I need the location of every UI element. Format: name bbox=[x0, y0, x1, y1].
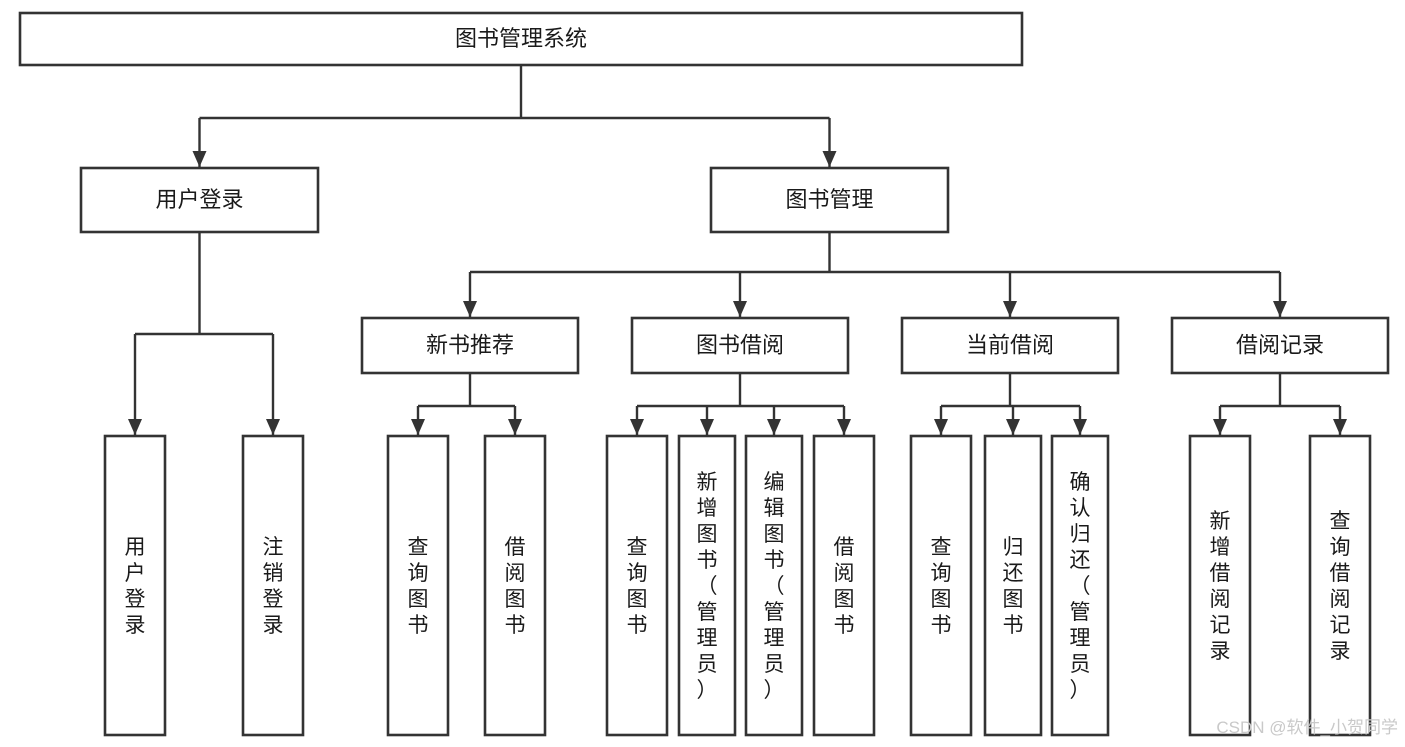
book-borrow-arrow-1 bbox=[700, 419, 714, 435]
node-current-borrow[interactable]: 当前借阅 bbox=[900, 316, 1120, 375]
node-box-user-login bbox=[79, 166, 320, 234]
node-label-borrow-record: 借阅记录 bbox=[1236, 332, 1324, 357]
node-box-book-borrow bbox=[630, 316, 850, 375]
node-box-leaf-query-borrow-record bbox=[1308, 434, 1372, 737]
node-label-leaf-add-book-admin: 新增图书（管理员） bbox=[697, 471, 718, 702]
book-borrow-arrow-3 bbox=[837, 419, 851, 435]
node-leaf-logout-login[interactable]: 注销登录 bbox=[241, 434, 305, 737]
node-box-book-management bbox=[709, 166, 950, 234]
node-box-leaf-add-book-admin bbox=[677, 434, 737, 737]
bookmgmt-arrow-1 bbox=[733, 301, 747, 317]
node-label-current-borrow: 当前借阅 bbox=[966, 332, 1054, 357]
node-leaf-query-book-borrow[interactable]: 查询图书 bbox=[605, 434, 669, 737]
node-box-leaf-confirm-return-admin bbox=[1050, 434, 1110, 737]
node-label-leaf-return-book: 归还图书 bbox=[1003, 536, 1024, 637]
node-box-leaf-query-book-recommend bbox=[386, 434, 450, 737]
node-leaf-confirm-return-admin[interactable]: 确认归还（管理员） bbox=[1050, 434, 1110, 737]
node-label-book-management: 图书管理 bbox=[785, 187, 873, 212]
node-box-leaf-borrow-book-recommend bbox=[483, 434, 547, 737]
nodes-layer: 图书管理系统用户登录图书管理新书推荐图书借阅当前借阅借阅记录用户登录注销登录查询… bbox=[18, 11, 1390, 737]
current-borrow-arrow-2 bbox=[1073, 419, 1087, 435]
node-box-leaf-borrow-book-borrow bbox=[812, 434, 876, 737]
node-root[interactable]: 图书管理系统 bbox=[18, 11, 1024, 67]
node-leaf-borrow-book-recommend[interactable]: 借阅图书 bbox=[483, 434, 547, 737]
node-leaf-query-borrow-record[interactable]: 查询借阅记录 bbox=[1308, 434, 1372, 737]
node-label-leaf-query-book-current: 查询图书 bbox=[931, 536, 952, 637]
bookmgmt-arrow-2 bbox=[1003, 301, 1017, 317]
node-user-login[interactable]: 用户登录 bbox=[79, 166, 320, 234]
node-leaf-return-book[interactable]: 归还图书 bbox=[983, 434, 1043, 737]
node-label-leaf-edit-book-admin: 编辑图书（管理员） bbox=[764, 471, 785, 702]
node-book-management[interactable]: 图书管理 bbox=[709, 166, 950, 234]
node-label-leaf-query-book-recommend: 查询图书 bbox=[408, 536, 429, 637]
node-label-user-login: 用户登录 bbox=[155, 187, 243, 212]
node-box-root bbox=[18, 11, 1024, 67]
node-box-leaf-query-book-current bbox=[909, 434, 973, 737]
node-box-borrow-record bbox=[1170, 316, 1390, 375]
node-box-leaf-edit-book-admin bbox=[744, 434, 804, 737]
node-label-leaf-logout-login: 注销登录 bbox=[263, 536, 284, 637]
node-borrow-record[interactable]: 借阅记录 bbox=[1170, 316, 1390, 375]
node-label-leaf-query-borrow-record: 查询借阅记录 bbox=[1330, 510, 1351, 663]
bookmgmt-arrow-3 bbox=[1273, 301, 1287, 317]
userlogin-arrow-1 bbox=[266, 419, 280, 435]
node-label-root: 图书管理系统 bbox=[455, 26, 587, 51]
node-leaf-borrow-book-borrow[interactable]: 借阅图书 bbox=[812, 434, 876, 737]
root-arrow-1 bbox=[822, 151, 837, 167]
current-borrow-arrow-1 bbox=[1006, 419, 1020, 435]
new-book-recommend-arrow-1 bbox=[508, 419, 522, 435]
node-label-leaf-add-borrow-record: 新增借阅记录 bbox=[1210, 510, 1231, 663]
current-borrow-arrow-0 bbox=[934, 419, 948, 435]
node-leaf-user-login[interactable]: 用户登录 bbox=[103, 434, 167, 737]
node-leaf-add-borrow-record[interactable]: 新增借阅记录 bbox=[1188, 434, 1252, 737]
node-leaf-query-book-current[interactable]: 查询图书 bbox=[909, 434, 973, 737]
root-arrow-0 bbox=[192, 151, 207, 167]
bookmgmt-arrow-0 bbox=[463, 301, 477, 317]
csdn-watermark: CSDN @软件_小贺同学 bbox=[1216, 718, 1398, 737]
borrow-record-arrow-0 bbox=[1213, 419, 1227, 435]
node-box-leaf-query-book-borrow bbox=[605, 434, 669, 737]
node-label-new-book-recommend: 新书推荐 bbox=[426, 332, 514, 357]
node-leaf-edit-book-admin[interactable]: 编辑图书（管理员） bbox=[744, 434, 804, 737]
new-book-recommend-arrow-0 bbox=[411, 419, 425, 435]
book-borrow-arrow-2 bbox=[767, 419, 781, 435]
node-box-leaf-return-book bbox=[983, 434, 1043, 737]
connectors-layer bbox=[128, 65, 1347, 435]
node-box-new-book-recommend bbox=[360, 316, 580, 375]
node-label-leaf-confirm-return-admin: 确认归还（管理员） bbox=[1070, 471, 1091, 702]
node-box-leaf-user-login bbox=[103, 434, 167, 737]
node-book-borrow[interactable]: 图书借阅 bbox=[630, 316, 850, 375]
node-leaf-query-book-recommend[interactable]: 查询图书 bbox=[386, 434, 450, 737]
node-label-leaf-borrow-book-borrow: 借阅图书 bbox=[834, 536, 855, 637]
node-box-leaf-add-borrow-record bbox=[1188, 434, 1252, 737]
node-label-leaf-query-book-borrow: 查询图书 bbox=[627, 536, 648, 637]
node-new-book-recommend[interactable]: 新书推荐 bbox=[360, 316, 580, 375]
node-box-leaf-logout-login bbox=[241, 434, 305, 737]
node-box-current-borrow bbox=[900, 316, 1120, 375]
node-leaf-add-book-admin[interactable]: 新增图书（管理员） bbox=[677, 434, 737, 737]
book-borrow-arrow-0 bbox=[630, 419, 644, 435]
userlogin-arrow-0 bbox=[128, 419, 142, 435]
node-label-leaf-user-login: 用户登录 bbox=[125, 536, 146, 637]
node-label-leaf-borrow-book-recommend: 借阅图书 bbox=[505, 536, 526, 637]
node-label-book-borrow: 图书借阅 bbox=[696, 332, 784, 357]
borrow-record-arrow-1 bbox=[1333, 419, 1347, 435]
